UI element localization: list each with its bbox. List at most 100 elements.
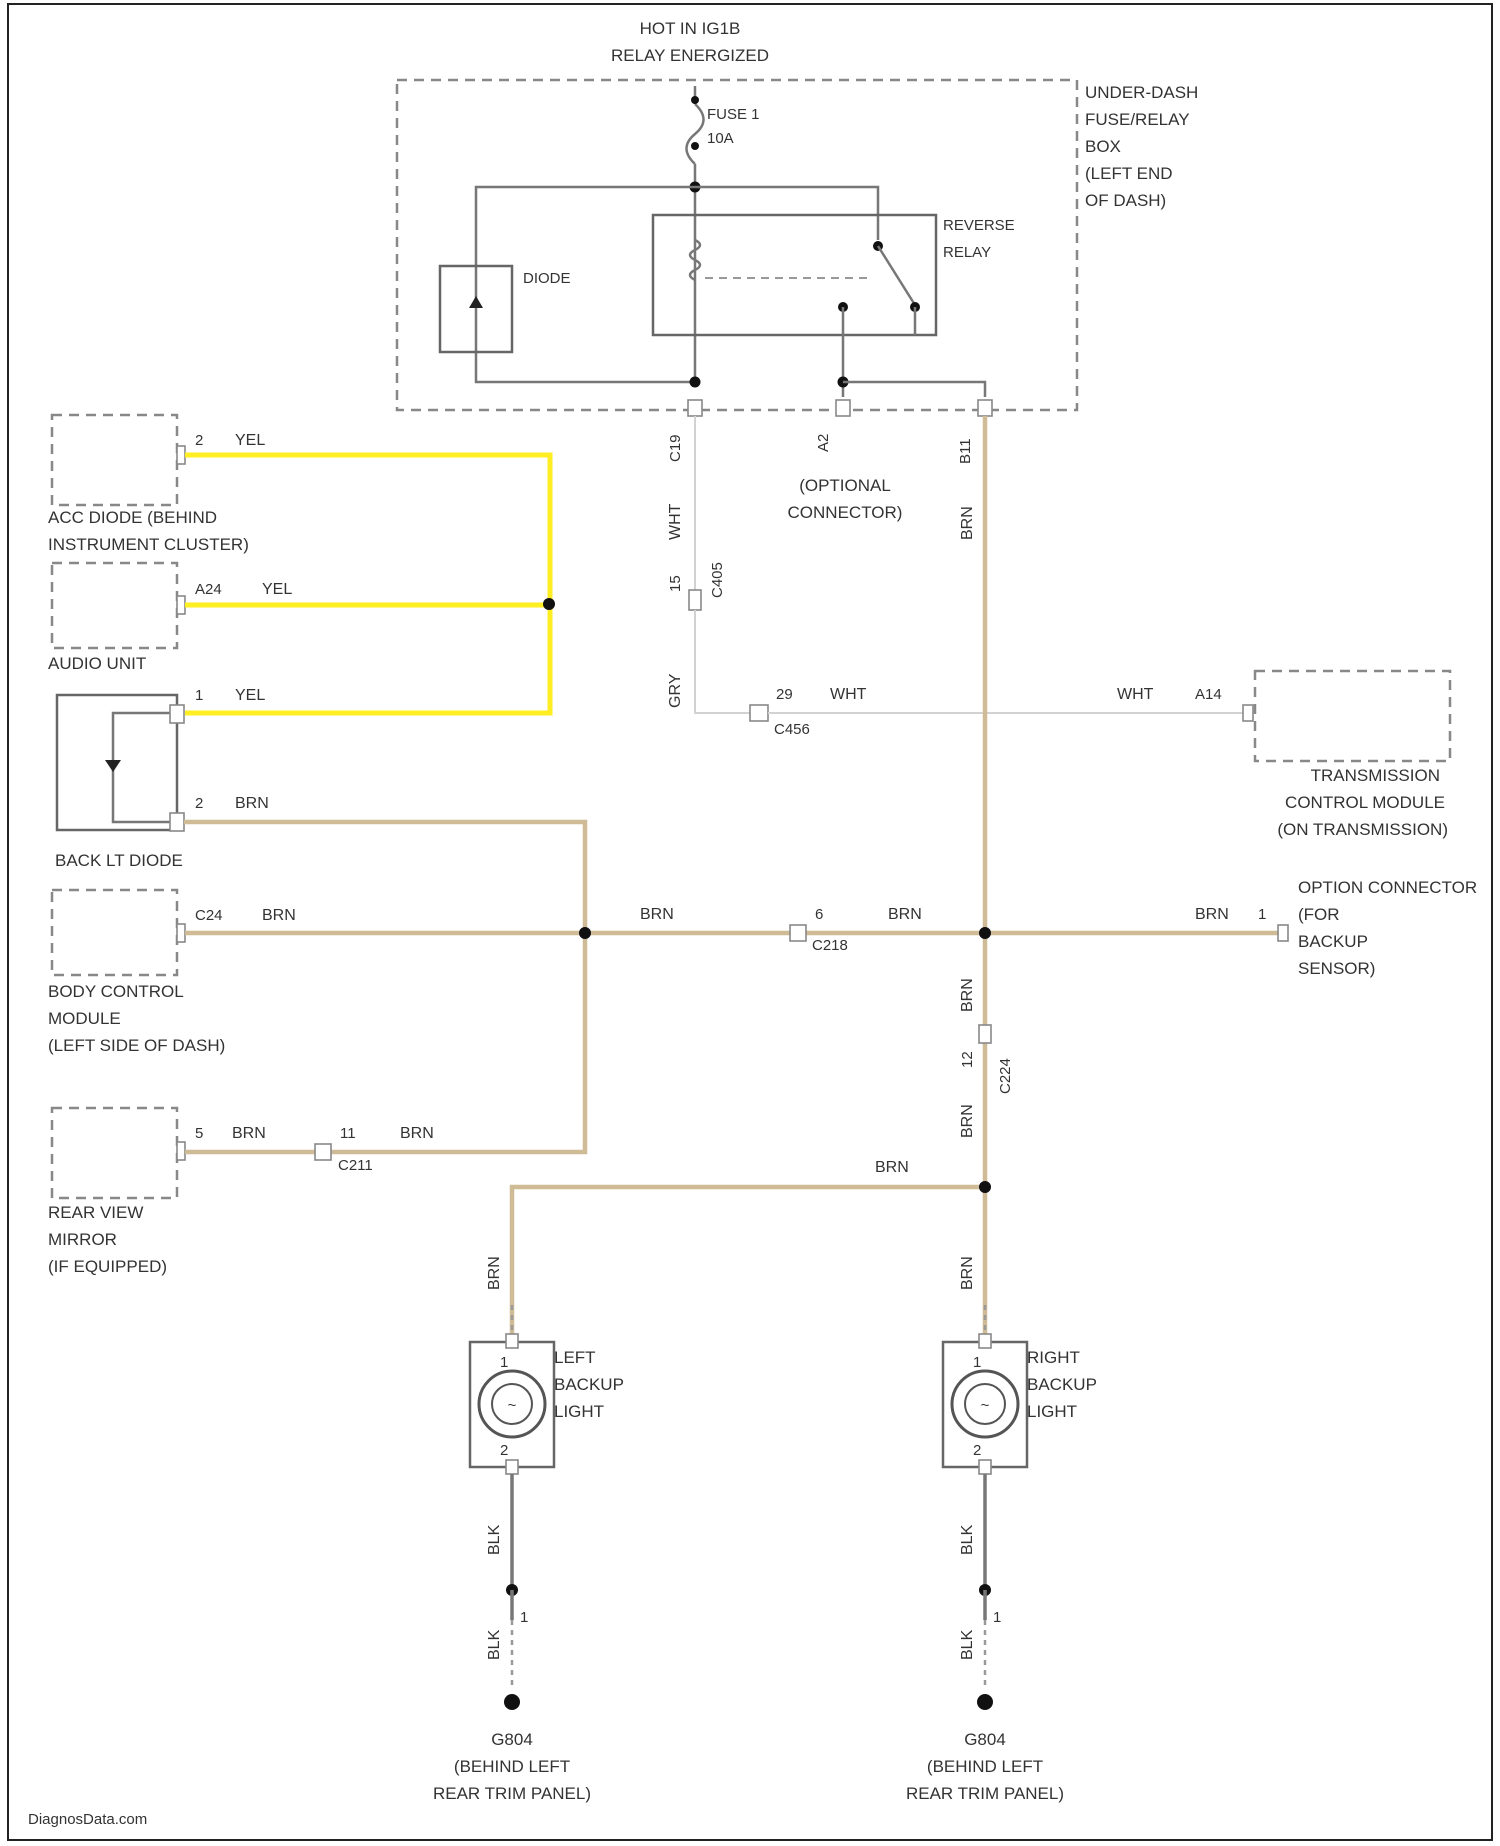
transmission-control-module bbox=[1255, 671, 1450, 761]
yel-wire-loop bbox=[185, 455, 550, 713]
mid-brn-label: BRN bbox=[640, 906, 674, 923]
splice-dot bbox=[979, 927, 991, 939]
pin-a2 bbox=[836, 400, 850, 416]
audio-unit-pin-label: A24 bbox=[195, 581, 222, 598]
vert-brn-lower-label: BRN bbox=[959, 1104, 976, 1138]
fuse-rating: 10A bbox=[707, 130, 734, 147]
back-lt-diode-label: BACK LT DIODE bbox=[55, 851, 183, 870]
relay-output-to-b11 bbox=[843, 382, 985, 397]
audio-unit-pin bbox=[177, 596, 185, 614]
acc-diode-wire-label: YEL bbox=[235, 432, 265, 449]
left-blk-lower-label: BLK bbox=[486, 1629, 503, 1660]
c211-connector bbox=[315, 1144, 331, 1160]
rear-view-mirror-wire-label: BRN bbox=[232, 1125, 266, 1142]
left-lamp-brn-label: BRN bbox=[486, 1256, 503, 1290]
right-ground-name: G804 bbox=[964, 1730, 1006, 1749]
wht-wire-label: WHT bbox=[667, 503, 684, 540]
body-control-module bbox=[52, 890, 177, 975]
c218-pin-label: 6 bbox=[815, 906, 823, 923]
pin-c19-label: C19 bbox=[667, 434, 684, 462]
left-ground-location: (BEHIND LEFT bbox=[454, 1757, 570, 1776]
pin-b11-label: B11 bbox=[957, 438, 974, 464]
c218-wire-label: BRN bbox=[888, 906, 922, 923]
fuse-box-label-line: FUSE/RELAY bbox=[1085, 110, 1190, 129]
splice-dot bbox=[579, 927, 591, 939]
vert-brn-upper-label: BRN bbox=[959, 978, 976, 1012]
c224-name-label: C224 bbox=[997, 1058, 1014, 1094]
gry-wire-label: GRY bbox=[667, 673, 684, 708]
back-lt-diode-wire-bottom-label: BRN bbox=[235, 795, 269, 812]
c456-name-label: C456 bbox=[774, 721, 810, 738]
c224-pin-label: 12 bbox=[959, 1051, 976, 1068]
left-ground-location: REAR TRIM PANEL) bbox=[433, 1784, 591, 1803]
right-backup-label-line: LIGHT bbox=[1027, 1402, 1077, 1421]
left-backup-label-line: LEFT bbox=[554, 1348, 596, 1367]
diode-symbol-icon bbox=[469, 296, 483, 308]
fuse-box-label: UNDER-DASH FUSE/RELAY BOX (LEFT END OF D… bbox=[1085, 83, 1198, 210]
diode-symbol-icon bbox=[105, 760, 121, 772]
left-backup-light: ~ bbox=[470, 1334, 554, 1474]
c211-name-label: C211 bbox=[338, 1157, 373, 1174]
right-backup-label-line: BACKUP bbox=[1027, 1375, 1097, 1394]
fuse-box-label-line: BOX bbox=[1085, 137, 1121, 156]
right-lamp-pin-bottom: 2 bbox=[973, 1442, 981, 1459]
left-lamp-pin-top: 1 bbox=[500, 1354, 508, 1371]
c405-name-label: C405 bbox=[709, 562, 726, 598]
c211-pin-label: 11 bbox=[340, 1125, 356, 1142]
acc-diode-label-line: INSTRUMENT CLUSTER) bbox=[48, 535, 249, 554]
c224-connector bbox=[979, 1025, 991, 1043]
rear-view-mirror-pin-label: 5 bbox=[195, 1125, 203, 1142]
tcm-wire-label: WHT bbox=[1117, 686, 1154, 703]
audio-unit bbox=[52, 563, 177, 648]
c405-connector bbox=[689, 590, 701, 610]
c211-wire-label: BRN bbox=[400, 1125, 434, 1142]
c218-connector bbox=[790, 925, 806, 941]
hot-in-label: HOT IN IG1B bbox=[640, 19, 741, 38]
back-lt-diode-pin-bottom-label: 2 bbox=[195, 795, 203, 812]
relay-label-line: REVERSE bbox=[943, 217, 1015, 234]
fuse-box-label-line: OF DASH) bbox=[1085, 191, 1166, 210]
acc-diode-label-line: ACC DIODE (BEHIND bbox=[48, 508, 217, 527]
c456-wire-label: WHT bbox=[830, 686, 867, 703]
c456-connector bbox=[750, 705, 768, 721]
right-blk-upper-label: BLK bbox=[959, 1524, 976, 1555]
relay-label-line: RELAY bbox=[943, 244, 991, 261]
rear-view-mirror-label-line: (IF EQUIPPED) bbox=[48, 1257, 167, 1276]
fuse-box-label-line: (LEFT END bbox=[1085, 164, 1173, 183]
svg-text:~: ~ bbox=[981, 1397, 990, 1414]
right-ground-location: REAR TRIM PANEL) bbox=[906, 1784, 1064, 1803]
option-connector-wire-label: BRN bbox=[1195, 906, 1229, 923]
tcm-label-line: CONTROL MODULE bbox=[1285, 793, 1445, 812]
body-control-pin bbox=[177, 924, 185, 942]
splice-dot bbox=[979, 1181, 991, 1193]
relay-switch-arm bbox=[878, 246, 915, 305]
right-backup-light: ~ bbox=[943, 1334, 1027, 1474]
body-control-pin-label: C24 bbox=[195, 907, 223, 924]
c405-pin-label: 15 bbox=[667, 575, 684, 592]
acc-diode bbox=[52, 415, 177, 505]
left-blk-upper-label: BLK bbox=[486, 1524, 503, 1555]
right-blk-lower-label: BLK bbox=[959, 1629, 976, 1660]
right-ground-location: (BEHIND LEFT bbox=[927, 1757, 1043, 1776]
audio-unit-label: AUDIO UNIT bbox=[48, 654, 146, 673]
fuse-terminal bbox=[691, 96, 699, 104]
right-ground-icon bbox=[977, 1694, 993, 1710]
right-backup-label-line: RIGHT bbox=[1027, 1348, 1080, 1367]
pin-a2-label: A2 bbox=[815, 434, 832, 452]
optional-connector-label: CONNECTOR) bbox=[788, 503, 903, 522]
c218-name-label: C218 bbox=[812, 937, 848, 954]
audio-unit-wire-label: YEL bbox=[262, 581, 292, 598]
left-backup-label-line: BACKUP bbox=[554, 1375, 624, 1394]
body-control-label-line: MODULE bbox=[48, 1009, 121, 1028]
rear-view-mirror bbox=[52, 1108, 177, 1198]
splice-dot bbox=[543, 598, 555, 610]
body-control-label-line: BODY CONTROL bbox=[48, 982, 184, 1001]
brn-wire-left-bus bbox=[184, 822, 585, 1152]
optional-connector-label: (OPTIONAL bbox=[799, 476, 891, 495]
body-control-wire-label: BRN bbox=[262, 907, 296, 924]
right-lamp-brn-label: BRN bbox=[959, 1256, 976, 1290]
diagram-frame bbox=[8, 4, 1492, 1840]
back-lt-diode-pin-bottom bbox=[170, 813, 184, 831]
right-lamp-pin-top: 1 bbox=[973, 1354, 981, 1371]
